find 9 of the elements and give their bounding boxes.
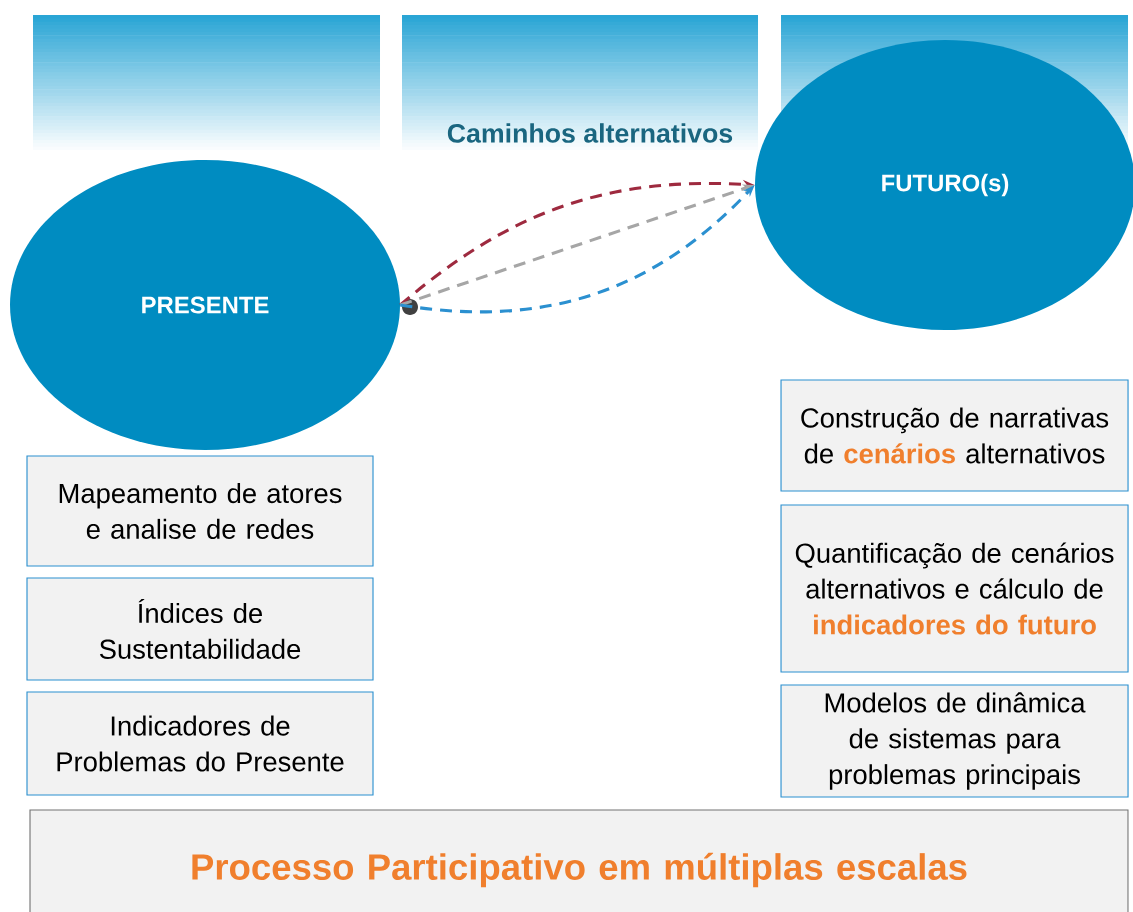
text-box: Construção de narrativas de cenários alternativos [780,379,1129,492]
text-box: Indicadores de Problemas do Presente [26,691,374,796]
text-box: Modelos de dinâmica de sistemas para problemas principais [780,684,1129,798]
text-box: Índices de Sustentabilidade [26,577,374,681]
title-banner: Processo Participativo em múltiplas escalas [29,809,1129,912]
path-label: Caminhos alternativos [447,123,733,143]
text-box: Mapeamento de atores e analise de redes [26,455,374,567]
ellipse-node: PRESENTE [10,160,400,450]
text-box: Quantificação de cenários alternativos e cálculo de indicadores do futuro [780,504,1129,673]
